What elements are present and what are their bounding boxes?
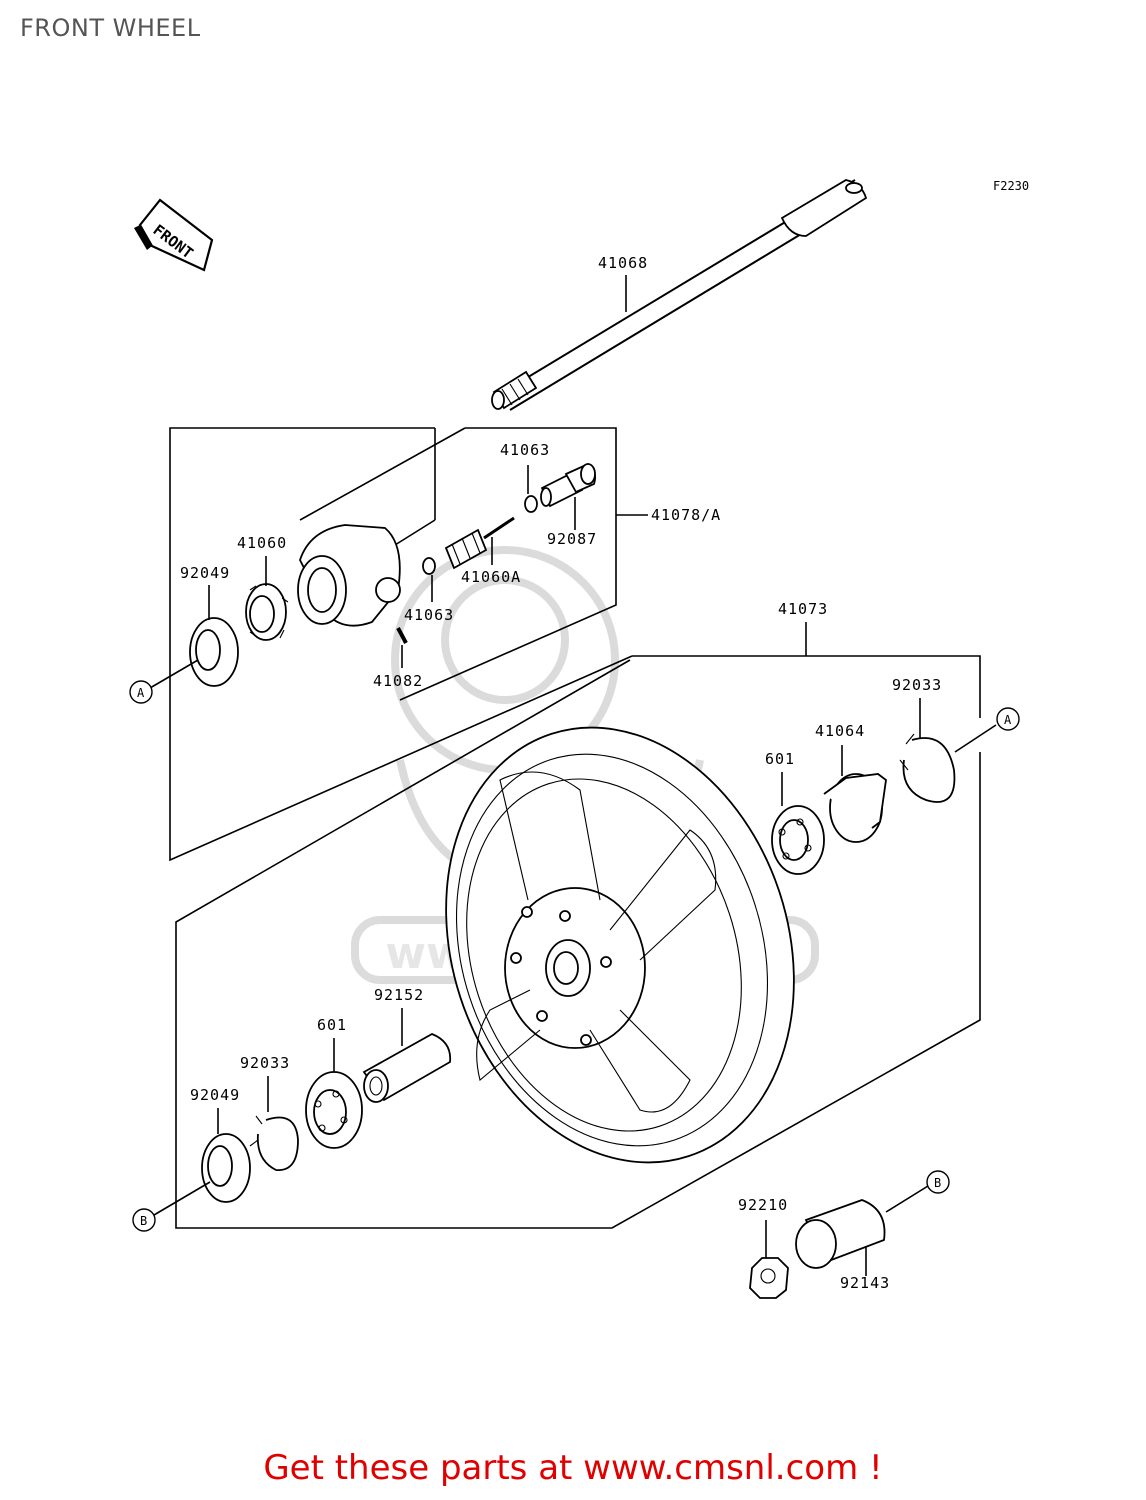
- part-number-41063-top: 41063: [500, 441, 550, 459]
- ref-a-left-circle: [129, 680, 153, 704]
- leader-ref-b-right: [885, 1185, 929, 1213]
- part-number-601-left: 601: [317, 1016, 347, 1034]
- part-number-41082: 41082: [373, 672, 423, 690]
- part-number-92152: 92152: [374, 986, 424, 1004]
- part-number-92049-top: 92049: [180, 564, 230, 582]
- spacer-part: [362, 1033, 452, 1103]
- ref-b-left: B: [140, 1214, 147, 1228]
- gear-housing-part: [297, 524, 401, 627]
- part-number-41068: 41068: [598, 254, 648, 272]
- assembly-bracket-41078: [169, 427, 648, 862]
- leader-ref-a-right: [954, 724, 997, 753]
- oil-seal-bottom-part: [201, 1133, 251, 1203]
- part-number-41073: 41073: [778, 600, 828, 618]
- leader-ref-a-left: [149, 659, 199, 689]
- wheel-part: [445, 726, 795, 1164]
- figure-code: F2230: [993, 179, 1029, 193]
- page-title: FRONT WHEEL: [20, 14, 201, 42]
- washer-mid-part: [422, 557, 436, 575]
- bearing-right-part: [771, 805, 825, 875]
- part-number-41060: 41060: [237, 534, 287, 552]
- flange-nut-part: [749, 1257, 789, 1299]
- oil-seal-top-part: [189, 617, 239, 687]
- part-number-41063-mid: 41063: [404, 606, 454, 624]
- ref-b-right-circle: [926, 1170, 950, 1194]
- pin-part: [396, 627, 408, 644]
- part-number-601-right: 601: [765, 750, 795, 768]
- leader-ref-b-left: [153, 1181, 211, 1216]
- part-number-92143: 92143: [840, 1274, 890, 1292]
- part-number-92033-right: 92033: [892, 676, 942, 694]
- axle-part: [491, 179, 868, 411]
- part-number-92087: 92087: [547, 530, 597, 548]
- part-number-92033-left: 92033: [240, 1054, 290, 1072]
- part-number-41078A: 41078/A: [651, 506, 721, 524]
- circlip-right-part: [899, 733, 956, 803]
- bearing-left-part: [305, 1071, 363, 1149]
- bushing-part: [540, 462, 597, 508]
- part-number-92210: 92210: [738, 1196, 788, 1214]
- part-number-41064: 41064: [815, 722, 865, 740]
- ref-a-right-circle: [996, 707, 1020, 731]
- drive-gear-part: [245, 583, 289, 641]
- ref-a-right: A: [1004, 713, 1012, 727]
- part-number-41060A: 41060A: [461, 568, 521, 586]
- collar-b-part: [795, 1199, 886, 1269]
- circlip-left-part: [249, 1115, 299, 1171]
- ref-b-right: B: [934, 1176, 941, 1190]
- wheel-assembly-bracket: [175, 622, 981, 1229]
- collar-part: [823, 773, 887, 843]
- ref-a-left: A: [137, 686, 145, 700]
- ref-b-left-circle: [132, 1208, 156, 1232]
- pinion-gear-part: [444, 516, 515, 570]
- washer-top-part: [524, 495, 538, 513]
- promo-link[interactable]: Get these parts at www.cmsnl.com !: [263, 1448, 883, 1488]
- part-number-92049-bottom: 92049: [190, 1086, 240, 1104]
- front-arrow-icon: FRONT: [134, 198, 214, 272]
